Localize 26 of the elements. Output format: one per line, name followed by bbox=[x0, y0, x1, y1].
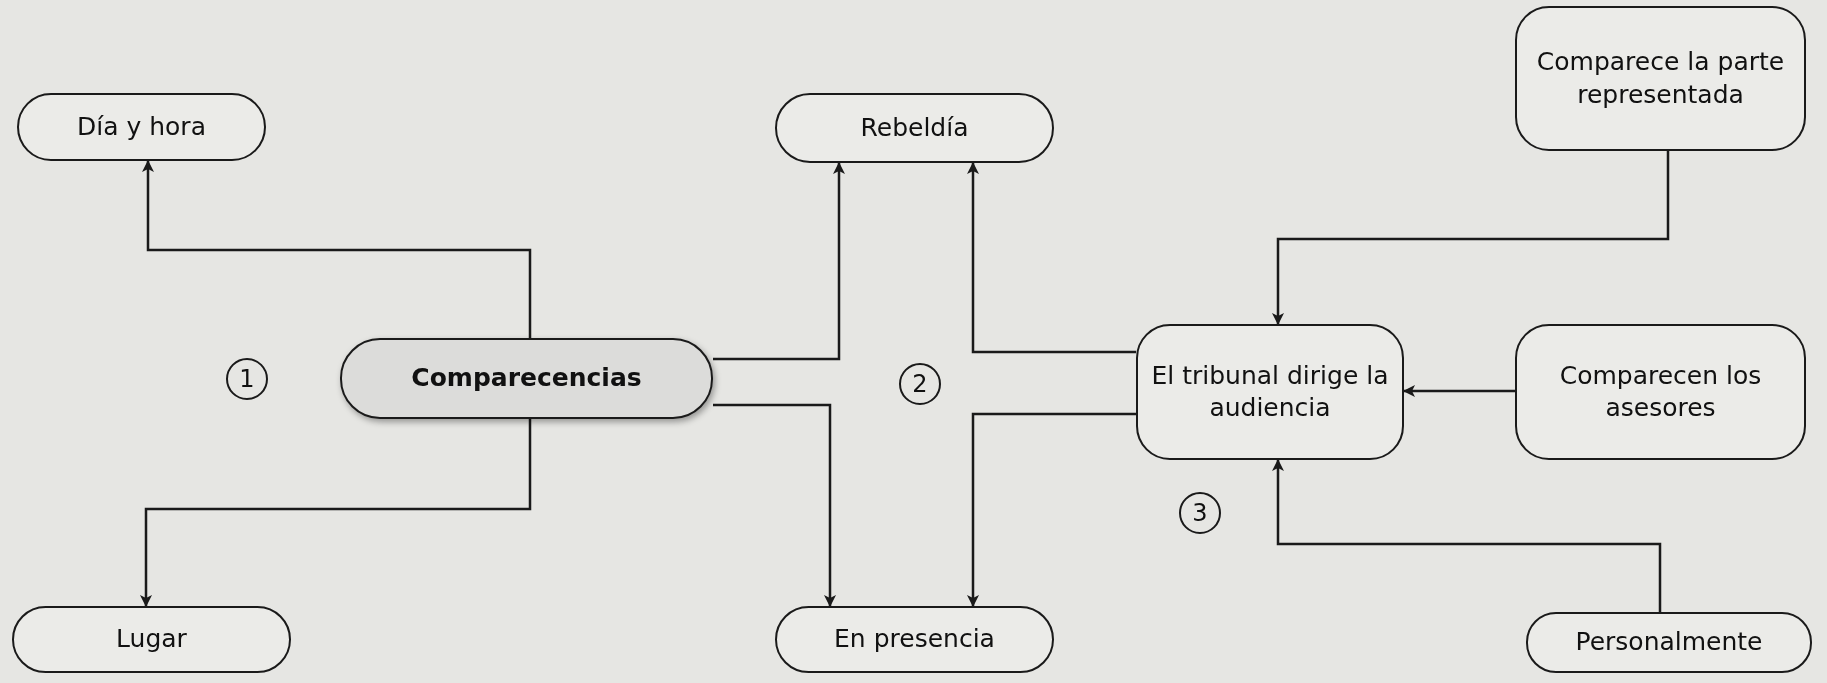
node-text: Día y hora bbox=[77, 110, 206, 143]
arrow bbox=[967, 162, 1136, 354]
node-text: En presencia bbox=[834, 623, 995, 656]
arrow bbox=[140, 419, 532, 607]
node-text: Comparecencias bbox=[411, 362, 642, 395]
arrow bbox=[1403, 385, 1515, 397]
arrow bbox=[713, 162, 845, 361]
rounded-box bbox=[340, 338, 713, 419]
arrow bbox=[967, 412, 1136, 607]
circled-number: 2 bbox=[899, 363, 941, 405]
rounded-box bbox=[1515, 324, 1806, 460]
node-text: Lugar bbox=[116, 623, 187, 656]
rounded-box bbox=[1136, 324, 1404, 460]
circled-number: 3 bbox=[1179, 492, 1221, 534]
node-text: Comparece la parte representada bbox=[1535, 46, 1786, 111]
arrow bbox=[1272, 459, 1662, 612]
arrow bbox=[713, 403, 836, 607]
node-text: El tribunal dirige la audiencia bbox=[1150, 359, 1390, 424]
node-text: Personalmente bbox=[1575, 626, 1763, 659]
arrow bbox=[142, 160, 532, 338]
rounded-box bbox=[1515, 6, 1806, 151]
node-text: Rebeldía bbox=[860, 111, 969, 144]
circled-number: 1 bbox=[226, 358, 268, 400]
rounded-box bbox=[1526, 612, 1812, 673]
node-text: Comparecen los asesores bbox=[1558, 359, 1763, 424]
arrow bbox=[1272, 151, 1670, 325]
